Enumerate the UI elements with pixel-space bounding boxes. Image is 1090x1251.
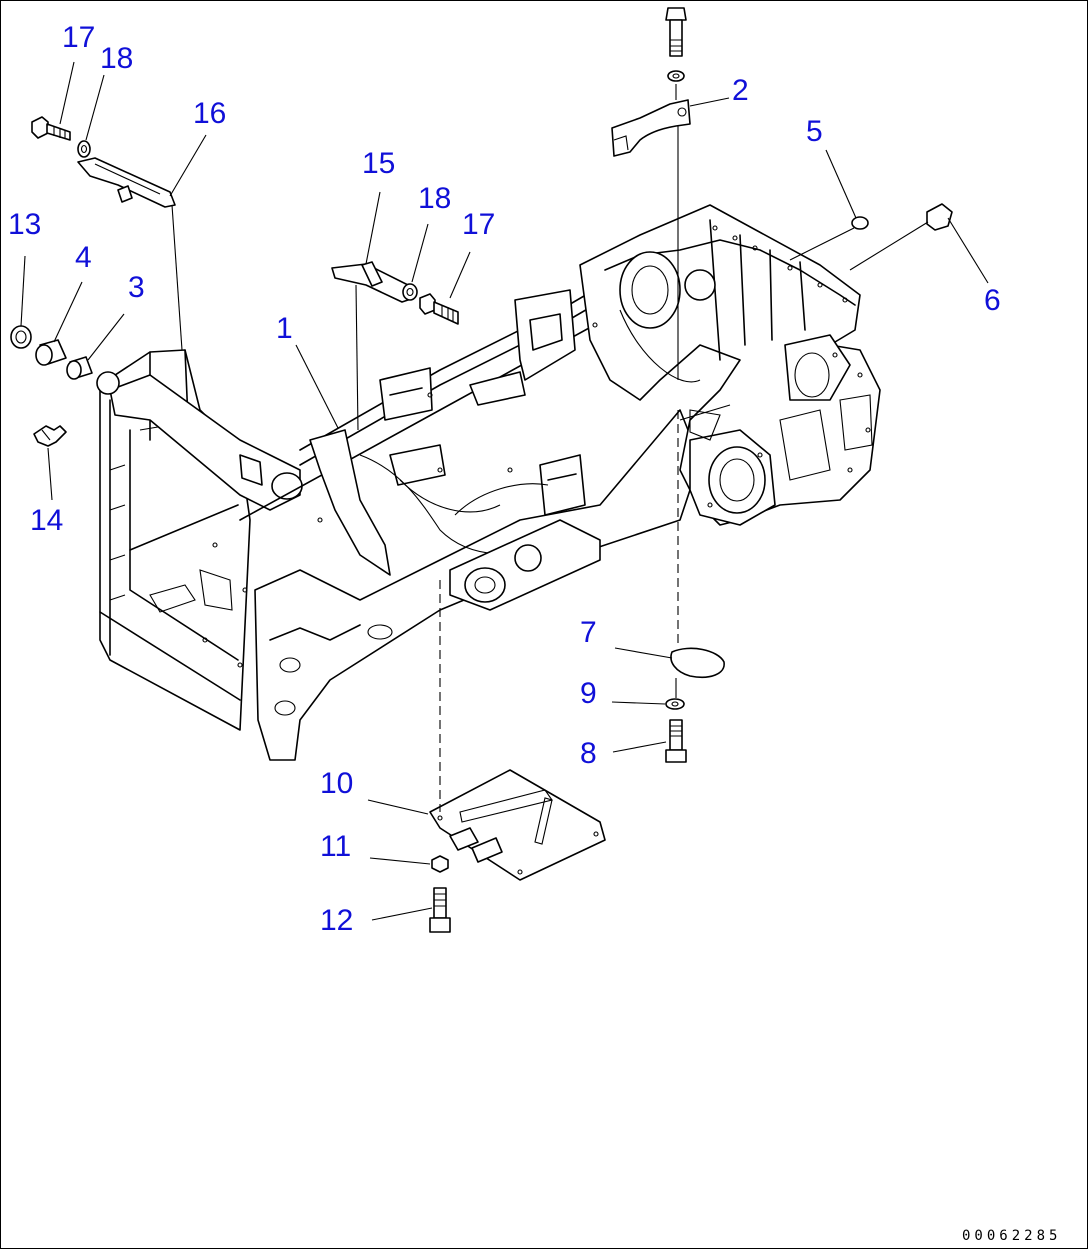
bolt-12 [429, 887, 451, 933]
callout-5: 5 [806, 115, 823, 148]
cover-7 [670, 647, 725, 678]
callout-16: 16 [193, 97, 226, 130]
bracket-15 [331, 261, 415, 303]
bushing-3 [66, 356, 93, 380]
callout-18: 18 [100, 42, 133, 75]
nut-11 [431, 855, 449, 873]
callout-3: 3 [128, 271, 145, 304]
plug-5 [851, 216, 869, 230]
washer-18-upper-left [77, 140, 91, 158]
callout-13: 13 [8, 208, 41, 241]
leader-lines [20, 61, 989, 921]
reference-code: 00062285 [962, 1228, 1061, 1244]
washer-9 [665, 698, 685, 710]
callout-4: 4 [75, 241, 92, 274]
bolt-top-cap [665, 7, 687, 82]
plug-6 [926, 203, 953, 231]
assembly-lines [171, 84, 929, 812]
lever-16 [77, 157, 176, 208]
callout-11: 11 [320, 830, 351, 863]
callout-12: 12 [320, 904, 353, 937]
callout-18: 18 [418, 182, 451, 215]
callout-15: 15 [362, 147, 395, 180]
callout-1: 1 [276, 312, 293, 345]
callout-8: 8 [580, 737, 597, 770]
callout-17: 17 [462, 208, 495, 241]
bolt-17-upper-left [31, 116, 71, 141]
bolt-17-center [419, 293, 459, 325]
plate-10 [429, 769, 606, 881]
callout-2: 2 [732, 74, 749, 107]
bolt-8 [665, 719, 687, 763]
callout-9: 9 [580, 677, 597, 710]
callout-7: 7 [580, 616, 597, 649]
ring-13 [10, 325, 32, 349]
washer-18-center [402, 283, 418, 301]
main-frame-part [96, 204, 881, 761]
callout-10: 10 [320, 767, 353, 800]
cap-2 [611, 99, 691, 157]
bushing-4 [35, 339, 67, 366]
grease-fitting-14 [33, 425, 67, 447]
callout-17: 17 [62, 21, 95, 54]
callout-14: 14 [30, 504, 63, 537]
callout-6: 6 [984, 284, 1001, 317]
